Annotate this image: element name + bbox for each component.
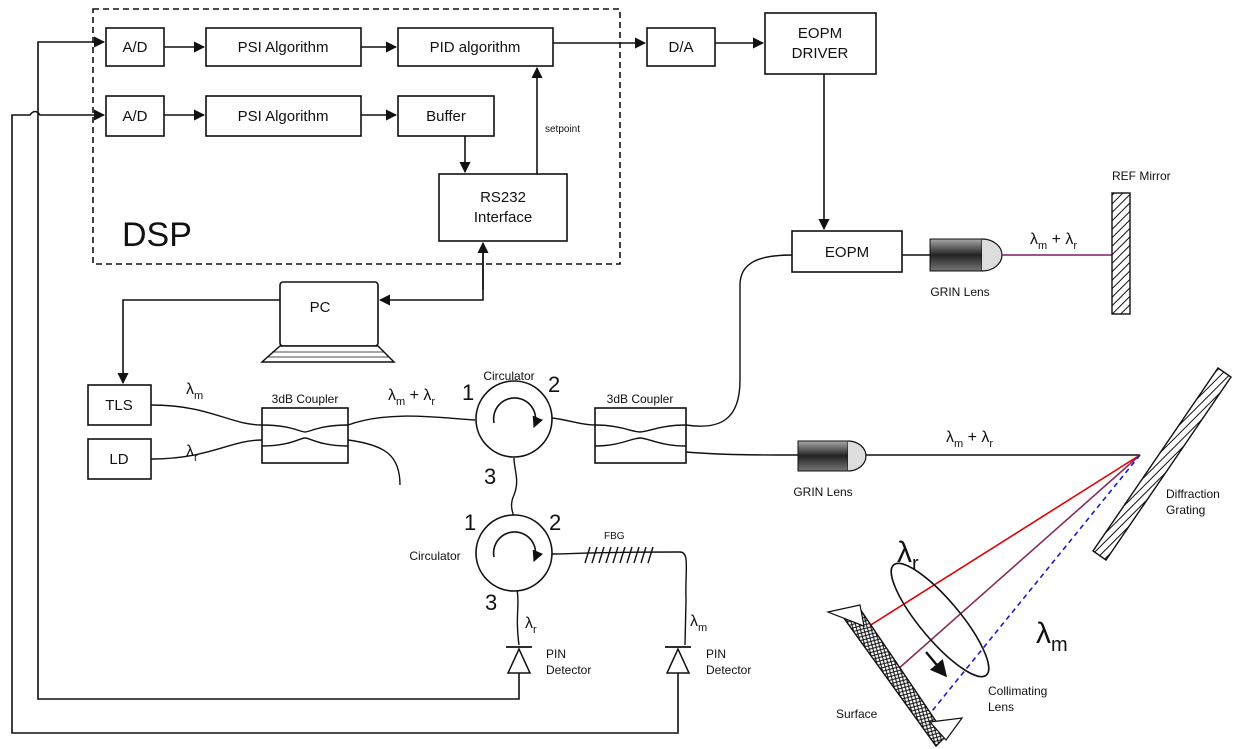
coupler-left-label: 3dB Coupler bbox=[272, 392, 339, 406]
signal-wires bbox=[11, 36, 830, 734]
diffraction-grating: Diffraction Grating bbox=[1092, 367, 1232, 561]
lambda-sum-ref: λm + λr bbox=[1030, 231, 1077, 252]
ref-mirror: REF Mirror bbox=[1002, 169, 1171, 315]
coupler-left: 3dB Coupler bbox=[261, 392, 349, 464]
ad1-label: A/D bbox=[122, 39, 147, 56]
pin-left-label-1: PIN bbox=[546, 647, 566, 661]
tls-source: TLS bbox=[87, 384, 152, 426]
circulator-bottom: Circulator 1 2 3 bbox=[409, 510, 561, 615]
da-converter: D/A bbox=[646, 27, 716, 67]
coupler-right-label: 3dB Coupler bbox=[607, 392, 674, 406]
pin-detector-right: PIN Detector bbox=[665, 646, 751, 677]
svg-text:λr: λr bbox=[897, 536, 919, 575]
lambda-r-pin: λr bbox=[525, 615, 537, 636]
svg-text:λm + λr: λm + λr bbox=[1030, 231, 1077, 252]
circ2-port1: 1 bbox=[464, 510, 476, 535]
circulator-bottom-label: Circulator bbox=[409, 549, 460, 563]
grin-lens-mid-label: GRIN Lens bbox=[793, 485, 852, 499]
pid-label: PID algorithm bbox=[430, 39, 521, 56]
psi-algorithm-2: PSI Algorithm bbox=[205, 95, 362, 137]
lambda-sum-beam: λm + λr bbox=[946, 429, 993, 450]
eopm: EOPM bbox=[791, 230, 903, 273]
ad-converter-2: A/D bbox=[105, 95, 165, 137]
grin-lens-top-label: GRIN Lens bbox=[930, 285, 989, 299]
pin-detector-left: PIN Detector bbox=[506, 646, 591, 677]
buffer-label: Buffer bbox=[426, 108, 466, 125]
eopm-driver-label-1: EOPM bbox=[798, 25, 842, 42]
pin-right-label-1: PIN bbox=[706, 647, 726, 661]
surface-label: Surface bbox=[836, 707, 878, 721]
buffer-block: Buffer bbox=[397, 95, 495, 137]
collimating-label-1: Collimating bbox=[988, 684, 1047, 698]
ad2-label: A/D bbox=[122, 108, 147, 125]
grin-lens-mid: GRIN Lens bbox=[793, 440, 867, 499]
dsp-title: DSP bbox=[122, 216, 192, 254]
svg-text:λm + λr: λm + λr bbox=[388, 387, 435, 408]
svg-text:λm: λm bbox=[1036, 617, 1068, 656]
surface: Surface bbox=[825, 604, 964, 748]
rs232-label-1: RS232 bbox=[480, 189, 526, 206]
lambda-m-tls: λm bbox=[186, 381, 203, 402]
collimating-lens: Collimating Lens bbox=[890, 562, 1047, 714]
ad-converter-1: A/D bbox=[105, 27, 165, 67]
circ2-port3: 3 bbox=[485, 590, 497, 615]
circ2-port2: 2 bbox=[549, 510, 561, 535]
fbg: FBG bbox=[584, 531, 654, 564]
setpoint-label: setpoint bbox=[545, 124, 580, 135]
ld-source: LD bbox=[87, 438, 152, 480]
ref-mirror-label: REF Mirror bbox=[1112, 169, 1171, 183]
psi2-label: PSI Algorithm bbox=[238, 108, 329, 125]
eopm-driver-label-2: DRIVER bbox=[792, 45, 849, 62]
psi1-label: PSI Algorithm bbox=[238, 39, 329, 56]
svg-text:λr: λr bbox=[186, 443, 198, 464]
rs232-label-2: Interface bbox=[474, 209, 532, 226]
fbg-label: FBG bbox=[604, 531, 625, 542]
pid-algorithm: PID algorithm bbox=[397, 27, 554, 67]
diffraction-label-1: Diffraction bbox=[1166, 487, 1220, 501]
rs232-interface: RS232 Interface bbox=[438, 173, 568, 242]
diffracted-beams bbox=[865, 454, 1141, 717]
svg-text:λm + λr: λm + λr bbox=[946, 429, 993, 450]
da-label: D/A bbox=[668, 39, 693, 56]
ld-label: LD bbox=[109, 451, 128, 468]
circ1-port3: 3 bbox=[484, 464, 496, 489]
svg-text:λm: λm bbox=[186, 381, 203, 402]
diffraction-label-2: Grating bbox=[1166, 503, 1205, 517]
circulator-top-label: Circulator bbox=[483, 369, 534, 383]
grin-lens-top: GRIN Lens bbox=[929, 238, 1003, 299]
lambda-m-large: λm bbox=[1036, 617, 1068, 656]
circ1-port1: 1 bbox=[462, 380, 474, 405]
circ1-port2: 2 bbox=[548, 372, 560, 397]
lambda-sum-coupler: λm + λr bbox=[388, 387, 435, 408]
pin-left-label-2: Detector bbox=[546, 663, 591, 677]
collimating-label-2: Lens bbox=[988, 700, 1014, 714]
pc-label: PC bbox=[310, 299, 331, 316]
eopm-label: EOPM bbox=[825, 244, 869, 261]
coupler-right: 3dB Coupler bbox=[594, 392, 687, 464]
circulator-top: Circulator 1 2 3 bbox=[462, 369, 560, 489]
lambda-m-pin: λm bbox=[690, 613, 707, 634]
svg-text:λr: λr bbox=[525, 615, 537, 636]
lambda-r-large: λr bbox=[897, 536, 919, 575]
eopm-driver: EOPM DRIVER bbox=[764, 12, 877, 75]
tls-label: TLS bbox=[105, 397, 133, 414]
svg-text:λm: λm bbox=[690, 613, 707, 634]
dsp-region: DSP bbox=[92, 8, 621, 265]
pc-laptop: PC bbox=[260, 281, 396, 363]
psi-algorithm-1: PSI Algorithm bbox=[205, 27, 362, 67]
lambda-r-ld: λr bbox=[186, 443, 198, 464]
pin-right-label-2: Detector bbox=[706, 663, 751, 677]
